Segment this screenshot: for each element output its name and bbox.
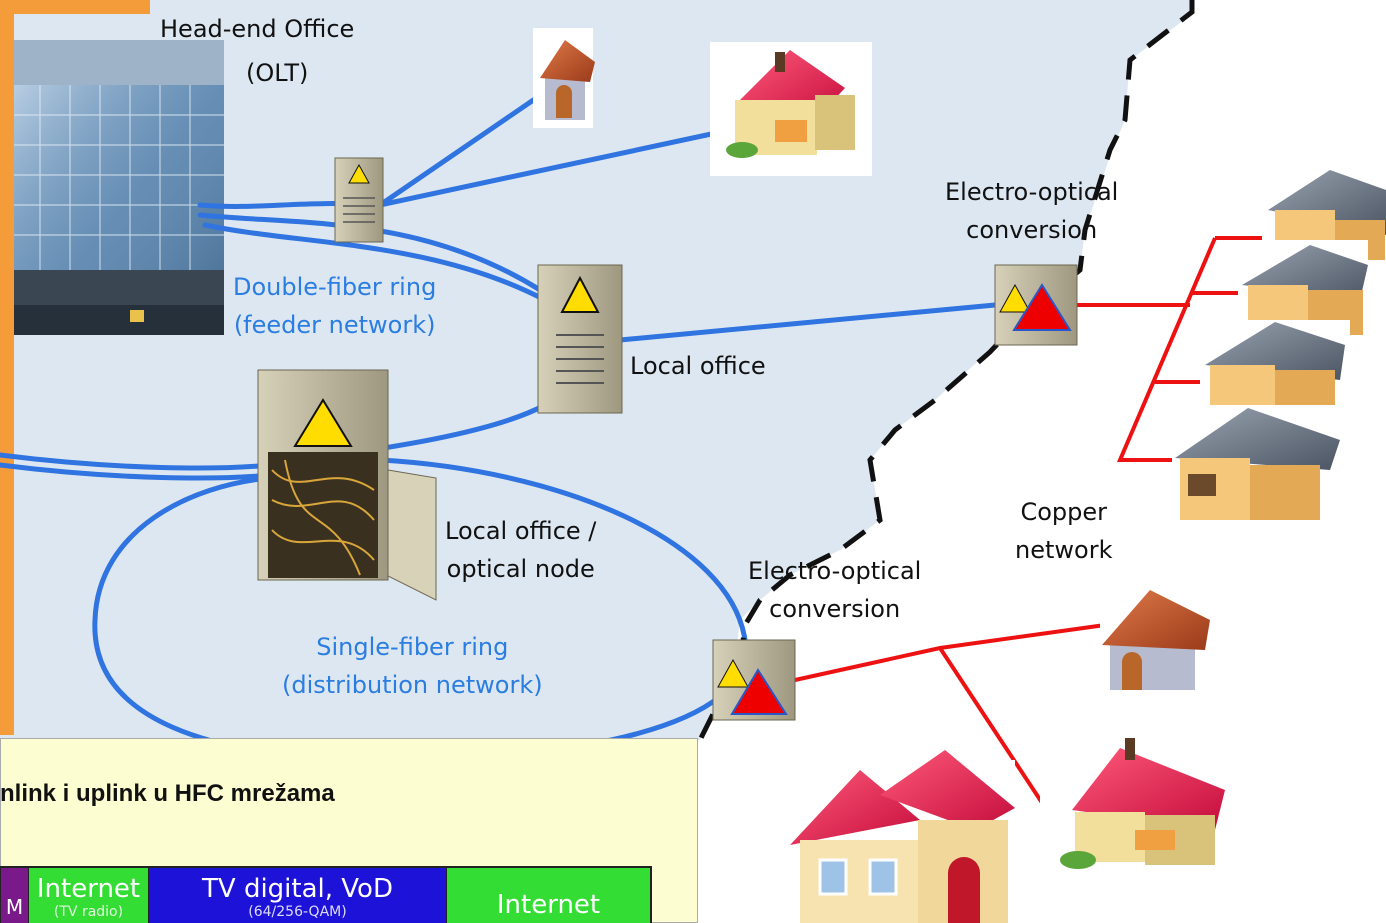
orange-frame [0, 0, 150, 735]
copper-line1: Copper [1020, 498, 1107, 526]
eo-conversion-top-label: Electro-optical conversion [945, 173, 1118, 249]
band-sub-label: (64/256-QAM) [248, 904, 347, 920]
band-main-label: Internet [36, 874, 141, 904]
house-stack-right-icon [1172, 170, 1386, 533]
band-main-label: Internet [496, 890, 601, 920]
single-ring-line1: Single-fiber ring [316, 633, 509, 661]
panel-title: nlink i uplink u HFC mrežama [0, 780, 335, 807]
copper-line2: network [1015, 536, 1113, 564]
head-end-office-line1: Head-end Office [160, 15, 355, 43]
band-cell: Internet (TV radio) [28, 868, 148, 923]
single-ring-line2: (distribution network) [282, 671, 543, 699]
eo-top-line2: conversion [966, 216, 1098, 244]
double-ring-line1: Double-fiber ring [233, 273, 437, 301]
eo-bottom-line1: Electro-optical [748, 557, 922, 585]
frequency-band-table: M Internet (TV radio) TV digital, VoD (6… [0, 866, 652, 923]
single-fiber-ring-label: Single-fiber ring (distribution network) [282, 628, 543, 704]
head-end-building-icon [14, 40, 224, 335]
local-office-text: Local office [630, 352, 766, 380]
copper-network-label: Copper network [1015, 493, 1112, 569]
local-office-optical-node-label: Local office / optical node [445, 512, 596, 588]
splitter-cabinet-icon [334, 157, 384, 243]
optical-node-cabinet-icon [257, 369, 437, 601]
local-node-line1: Local office / [445, 517, 597, 545]
local-office-cabinet-icon [537, 264, 623, 414]
house-small-bottom-icon [1100, 585, 1210, 695]
double-fiber-ring-label: Double-fiber ring (feeder network) [233, 268, 436, 344]
boundary-dashed-line [697, 0, 1195, 742]
house-large-bottom-icon [1040, 735, 1230, 885]
eo-converter-top-icon [994, 264, 1078, 346]
eo-bottom-line2: conversion [769, 595, 901, 623]
head-end-office-label: Head-end Office [160, 10, 354, 48]
band-main-label: M [5, 895, 24, 919]
band-sub-label: (TV radio) [53, 904, 124, 920]
double-ring-line2: (feeder network) [233, 311, 436, 339]
band-cell: M [0, 868, 28, 923]
house-villa-icon [780, 750, 1015, 923]
olt-line: (OLT) [246, 59, 309, 87]
house-small-top-icon [533, 28, 595, 128]
band-cell: Internet [446, 868, 650, 923]
olt-label: (OLT) [246, 54, 308, 92]
local-node-line2: optical node [446, 555, 595, 583]
band-cell: TV digital, VoD (64/256-QAM) [148, 868, 446, 923]
band-main-label: TV digital, VoD [202, 874, 393, 904]
eo-conversion-bottom-label: Electro-optical conversion [748, 552, 921, 628]
eo-top-line1: Electro-optical [945, 178, 1119, 206]
house-large-top-icon [710, 42, 872, 176]
eo-converter-bottom-icon [712, 639, 796, 721]
local-office-label: Local office [630, 347, 766, 385]
